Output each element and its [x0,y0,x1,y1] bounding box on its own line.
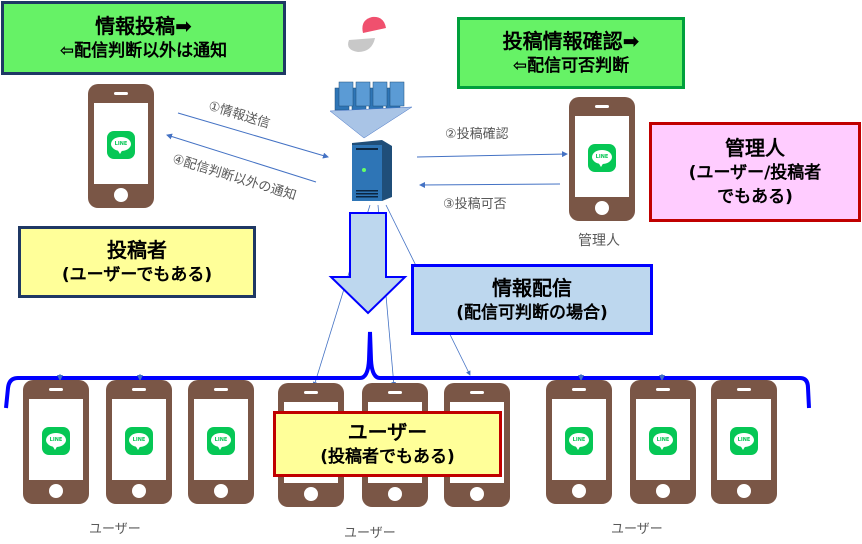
user-phone: LINE [188,380,254,504]
user-group-brace [4,331,811,409]
line-app-icon: LINE [125,427,153,455]
step2-label: ②投稿確認 [445,127,509,142]
step3-label: ③投稿可否 [443,197,507,212]
poster-phone: LINE [88,84,154,208]
poster-role-box: 投稿者 (ユーザーでもある) [18,226,256,298]
arrow-step4 [166,133,317,183]
user-role-title: ユーザー [347,420,428,444]
admin-role-line3: でもある) [717,187,793,207]
phone-home-button [114,188,128,202]
user-role-box: ユーザー (投稿者でもある) [273,411,502,477]
admin-phone: LINE [569,97,635,221]
admin-role-line2: (ユーザー/投稿者 [688,163,822,183]
distribution-title: 情報配信 [492,275,572,300]
user-phone: LINE [106,380,172,504]
admin-action-box: 投稿情報確認➡ ⇦配信可否判断 [457,17,685,89]
user-phone: LINE [630,380,696,504]
poster-action-subtitle: ⇦配信判断以外は通知 [59,41,228,61]
user-group-label-left: ユーザー [89,522,141,537]
poster-role-subtitle: (ユーザーでもある) [61,265,213,285]
line-app-icon: LINE [565,427,593,455]
user-phone: LINE [23,380,89,504]
line-app-icon: LINE [42,427,70,455]
distribution-box: 情報配信 (配信可判断の場合) [411,264,653,335]
admin-phone-label: 管理人 [578,233,620,249]
arrow-step2 [416,151,568,158]
poster-role-title: 投稿者 [107,238,167,262]
line-app-icon: LINE [730,427,758,455]
phone-speaker [114,92,128,95]
admin-role-title: 管理人 [725,136,785,160]
distribution-subtitle: (配信可判断の場合) [456,302,608,323]
poster-action-box: 情報投稿➡ ⇦配信判断以外は通知 [1,1,286,75]
phone-screen: LINE [94,103,148,184]
admin-role-box: 管理人 (ユーザー/投稿者 でもある) [649,122,861,222]
line-app-icon: LINE [107,131,135,159]
admin-action-subtitle: ⇦配信可否判断 [512,56,630,76]
line-app-icon: LINE [207,427,235,455]
big-down-arrow [328,212,408,315]
admin-action-title: 投稿情報確認➡ [502,29,640,53]
user-group-label-center: ユーザー [344,526,396,541]
line-app-icon: LINE [588,144,616,172]
poster-action-title: 情報投稿➡ [95,14,192,38]
user-role-subtitle: (投稿者でもある) [320,447,455,467]
user-phone: LINE [711,380,777,504]
user-phone: LINE [546,380,612,504]
user-group-label-right: ユーザー [611,522,663,537]
arrow-step1 [177,112,329,159]
line-app-icon: LINE [649,427,677,455]
arrow-step3 [419,181,561,188]
